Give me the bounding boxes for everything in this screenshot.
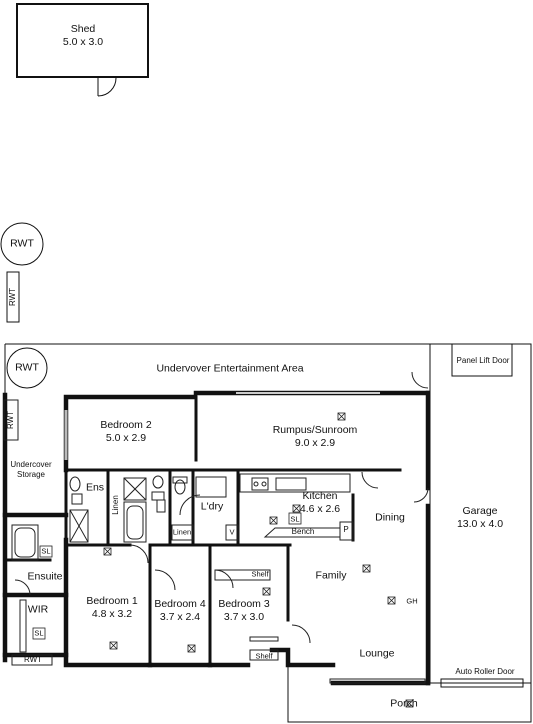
bedroom2-size: 5.0 x 2.9 (105, 432, 147, 444)
garage-label: Garage 13.0 x 4.0 (457, 505, 503, 531)
wir-label: WIR (27, 603, 49, 616)
shed-door (97, 77, 117, 97)
bedroom1-size: 4.8 x 3.2 (91, 608, 133, 620)
auto-roller-door (440, 678, 524, 688)
sl-wir-label: SL (34, 628, 44, 638)
gh-label: GH (406, 596, 418, 606)
ens-label: Ens (85, 481, 105, 494)
bedroom4-label: Bedroom 4 3.7 x 2.4 (154, 598, 205, 624)
garage-size: 13.0 x 4.0 (456, 518, 504, 530)
bedroom2-label: Bedroom 2 5.0 x 2.9 (100, 419, 151, 445)
dining-label: Dining (375, 511, 405, 524)
linen2-label: Linen (172, 527, 192, 537)
bedroom2-name: Bedroom 2 (100, 419, 152, 431)
rwt-yard-tank (6, 271, 20, 323)
porch-outline (287, 665, 532, 723)
shed-name: Shed (70, 23, 96, 35)
undercover-storage-label: Undercover Storage (10, 460, 52, 479)
sl-kitchen-label: SL (290, 514, 300, 524)
shed-size: 5.0 x 3.0 (62, 36, 104, 48)
bedroom3-name: Bedroom 3 (218, 598, 270, 610)
bedroom1-label: Bedroom 1 4.8 x 3.2 (86, 595, 137, 621)
ensuite-vanity (11, 524, 39, 561)
light-rumpus (337, 412, 346, 421)
shelf-bottom-label: Shelf (255, 651, 273, 661)
kitchen-name: Kitchen (302, 490, 338, 502)
family-label: Family (315, 569, 347, 582)
exterior-wall-bottom (63, 537, 153, 668)
ensuite-label: Ensuite (27, 570, 63, 583)
entertainment-area-label: Undervover Entertainment Area (156, 362, 304, 375)
bench-label: Bench (291, 527, 315, 536)
bedroom3-size: 3.7 x 3.0 (223, 611, 265, 623)
laundry-label: L'dry (200, 500, 224, 513)
rwt-entertainment-label: RWT (15, 361, 39, 374)
kitchen-size: 4.6 x 2.6 (299, 503, 341, 515)
kitchen-counter-top (239, 473, 351, 493)
ens-shower (69, 509, 89, 543)
bedroom1-name: Bedroom 1 (86, 595, 138, 607)
rwt-yard-circle-label: RWT (10, 237, 34, 250)
main-shower (123, 477, 147, 501)
rwt-yard-circle (0, 222, 44, 266)
bedroom3-label: Bedroom 3 3.7 x 3.0 (218, 598, 269, 624)
shed-outline (16, 3, 149, 78)
rwt-entertainment-circle (6, 347, 48, 389)
pantry-label: P (343, 525, 349, 534)
rumpus-size: 9.0 x 2.9 (294, 437, 336, 449)
panel-lift-door-label: Panel Lift Door (456, 356, 510, 365)
rwt-storage-label: RWT (6, 410, 15, 430)
rumpus-label: Rumpus/Sunroom 9.0 x 2.9 (273, 424, 358, 450)
linen1-label: Linen (111, 495, 120, 515)
lounge-label: Lounge (359, 647, 395, 660)
bedroom4-size: 3.7 x 2.4 (159, 611, 201, 623)
v-label: V (229, 527, 235, 537)
rumpus-name: Rumpus/Sunroom (272, 424, 358, 436)
rwt-bottom-label: RWT (23, 655, 43, 664)
bedroom4-name: Bedroom 4 (154, 598, 206, 610)
auto-roller-door-label: Auto Roller Door (455, 667, 515, 676)
rwt-yard-tank-label: RWT (8, 287, 17, 307)
main-bath (123, 501, 147, 543)
kitchen-label: Kitchen 4.6 x 2.6 (300, 490, 340, 516)
shelf-top-label: Shelf (251, 569, 269, 579)
garage-name: Garage (462, 505, 498, 517)
porch-label: Porch (390, 697, 418, 710)
sl-ensuite-label: SL (41, 546, 51, 556)
shed-label: Shed 5.0 x 3.0 (63, 23, 103, 49)
